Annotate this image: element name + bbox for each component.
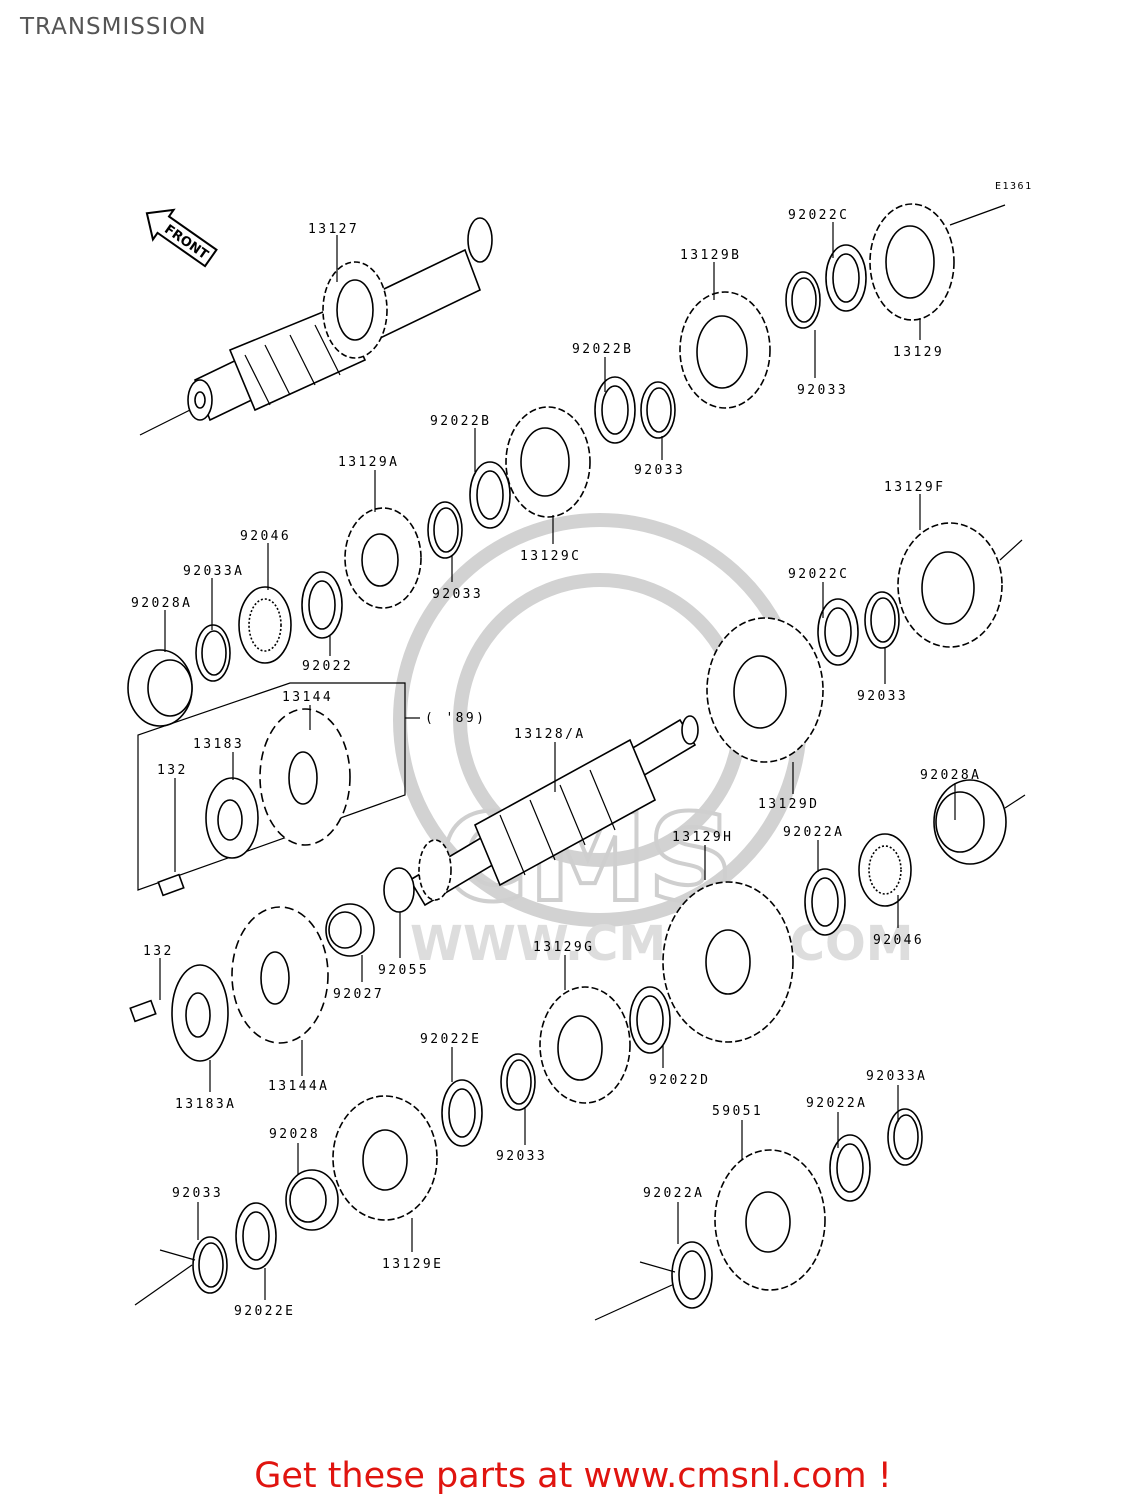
circlip-92033-b [785,271,821,329]
label-13144a: 13144A [268,1079,329,1094]
label-13129b: 13129B [680,248,741,263]
washer-92022d [629,986,671,1054]
label-92022b-a: 92022B [572,342,633,357]
label-92022d: 92022D [649,1073,710,1088]
gear-13129h [662,881,794,1043]
needle-bearing-92046-b [858,833,912,907]
front-arrow-icon: FRONT [145,208,218,268]
label-92027: 92027 [333,987,384,1002]
washer-92022b-b [469,461,511,529]
gear-13129 [869,203,1006,321]
gear-59051 [714,1149,826,1291]
year-note: ( '89) [425,711,486,726]
gear-13129g [539,986,631,1104]
label-92028a-b: 92028A [920,768,981,783]
collar-92027 [325,903,375,957]
page-title: TRANSMISSION [20,14,207,40]
gear-13129b [679,291,771,409]
diagram-code: E1361 [995,181,1033,192]
label-13144: 13144 [282,690,333,705]
label-13129d: 13129D [758,797,819,812]
output-shaft [408,715,699,907]
label-13127: 13127 [308,222,359,237]
label-92028: 92028 [269,1127,320,1142]
label-13129a: 13129A [338,455,399,470]
plate-13183a [171,964,229,1062]
part-labels: 13127 92022C 13129B 13129 92033 92022B 9… [131,208,981,1319]
label-92033-b: 92033 [797,383,848,398]
sprocket-box: ( '89) [137,682,486,897]
label-59051: 59051 [712,1104,763,1119]
label-92033-e: 92033 [857,689,908,704]
label-92022: 92022 [302,659,353,674]
gear-13129e [332,1095,438,1221]
label-92046-b: 92046 [873,933,924,948]
label-132-a: 132 [157,763,188,778]
label-13129: 13129 [893,345,944,360]
circlip-92033a-a [195,624,231,682]
input-shaft [139,217,493,436]
circlip-92033a-b [887,1108,923,1166]
label-13129c: 13129C [520,549,581,564]
label-92022e-a: 92022E [420,1032,481,1047]
label-92033a-b: 92033A [866,1069,927,1084]
gear-13129c [505,406,591,518]
bolt-132-b [129,999,157,1023]
o-ring-92055 [383,867,415,913]
gear-13129d [706,617,824,763]
label-92033-d: 92033 [432,587,483,602]
bushing-92028 [285,1169,339,1231]
label-13128a: 13128/A [514,727,586,742]
washer-92022 [301,571,343,639]
washer-92022a-b [829,1134,871,1202]
gear-13129f [897,522,1023,648]
label-92033-f: 92033 [496,1149,547,1164]
washer-92022e-b [235,1202,277,1270]
leader-lines [159,222,956,1300]
needle-bearing-92046-a [238,586,292,664]
washer-92022e-a [441,1079,483,1147]
washer-92022a-c [594,1241,713,1321]
circlip-92033-d [427,501,463,559]
label-92022c-mid: 92022C [788,567,849,582]
bearing-92028a-b [933,779,1026,865]
bearing-92028a-a [127,649,193,727]
washer-92022c-top [825,244,867,312]
circlip-92033-g [134,1236,228,1306]
sprocket-13144a [231,906,329,1044]
footer-link[interactable]: Get these parts at www.cmsnl.com ! [254,1456,892,1496]
label-92033a-a: 92033A [183,564,244,579]
washer-92022b-a [594,376,636,444]
label-92055: 92055 [378,963,429,978]
label-13129f: 13129F [884,480,945,495]
label-92022a-a: 92022A [783,825,844,840]
label-92046-a: 92046 [240,529,291,544]
gear-13129a [344,507,422,609]
label-92022e-b: 92022E [234,1304,295,1319]
label-13129h: 13129H [672,830,733,845]
label-92028a-a: 92028A [131,596,192,611]
label-13183a: 13183A [175,1097,236,1112]
circlip-92033-e [864,591,900,649]
label-92022b-b: 92022B [430,414,491,429]
label-92022a-c: 92022A [643,1186,704,1201]
label-13129e: 13129E [382,1257,443,1272]
washer-92022a-a [804,868,846,936]
label-92022c-top: 92022C [788,208,849,223]
label-92033-c: 92033 [634,463,685,478]
washer-92022c-mid [817,598,859,666]
label-92022a-b: 92022A [806,1096,867,1111]
label-13129g: 13129G [533,940,594,955]
label-13183: 13183 [193,737,244,752]
label-92033-g: 92033 [172,1186,223,1201]
circlip-92033-c [640,381,676,439]
label-132-b: 132 [143,944,174,959]
circlip-92033-f [500,1053,536,1111]
